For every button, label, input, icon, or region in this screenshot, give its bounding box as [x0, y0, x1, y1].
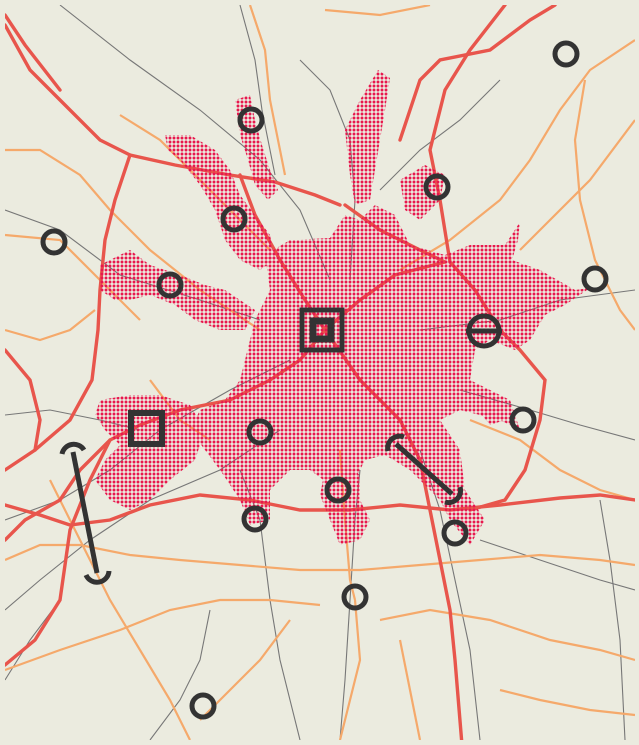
ring-marker[interactable] — [509, 406, 537, 434]
minor-road — [239, 5, 276, 176]
major-road — [398, 639, 422, 740]
ring-marker[interactable] — [441, 519, 469, 547]
major-road — [519, 119, 635, 251]
major-road — [49, 479, 191, 740]
ring-marker[interactable] — [189, 692, 217, 720]
urban-lobe-north-east — [345, 70, 390, 205]
urban-core — [190, 205, 590, 545]
major-road — [399, 39, 635, 271]
ring-marker[interactable] — [341, 583, 369, 611]
highway — [5, 23, 342, 207]
ring-marker[interactable] — [241, 505, 269, 533]
square-marker-large[interactable] — [299, 307, 345, 353]
urban-lobe-southeast — [478, 395, 505, 425]
highway — [398, 5, 557, 142]
minor-road — [599, 499, 626, 740]
highway — [5, 498, 62, 542]
minor-road — [379, 79, 501, 191]
major-road — [338, 599, 362, 740]
square-marker[interactable] — [128, 410, 165, 447]
urban-lobe-north — [235, 95, 278, 200]
major-road — [5, 543, 635, 572]
highway — [5, 493, 635, 527]
capped-ring-marker[interactable] — [466, 313, 502, 349]
ring-marker[interactable] — [237, 106, 265, 134]
major-road — [469, 418, 635, 502]
urban-lobe-southwest — [95, 395, 205, 510]
major-road — [5, 309, 96, 342]
major-road — [5, 598, 321, 672]
ring-marker[interactable] — [246, 418, 274, 446]
ring-marker[interactable] — [156, 271, 184, 299]
ring-marker[interactable] — [324, 476, 352, 504]
ring-marker[interactable] — [40, 228, 68, 256]
major-road — [324, 5, 431, 17]
dumbbell-marker-w[interactable] — [59, 441, 112, 585]
major-road — [379, 608, 635, 662]
ring-marker[interactable] — [581, 265, 609, 293]
ring-marker[interactable] — [220, 205, 248, 233]
major-road — [248, 5, 287, 176]
minor-road — [149, 609, 211, 740]
major-road — [573, 79, 635, 331]
urban-lobe-south — [320, 465, 370, 545]
ring-marker[interactable] — [423, 173, 451, 201]
highway — [428, 5, 507, 264]
major-road — [499, 688, 635, 717]
dumbbell-marker-se[interactable] — [385, 433, 463, 505]
highway — [5, 438, 112, 667]
minor-road — [479, 539, 635, 591]
minor-road — [59, 5, 331, 281]
markers-layer — [40, 40, 609, 720]
highway — [5, 13, 62, 92]
highway — [5, 153, 132, 472]
highway — [5, 348, 42, 452]
ring-marker[interactable] — [552, 40, 580, 68]
urban-lobe-nw — [165, 135, 275, 270]
